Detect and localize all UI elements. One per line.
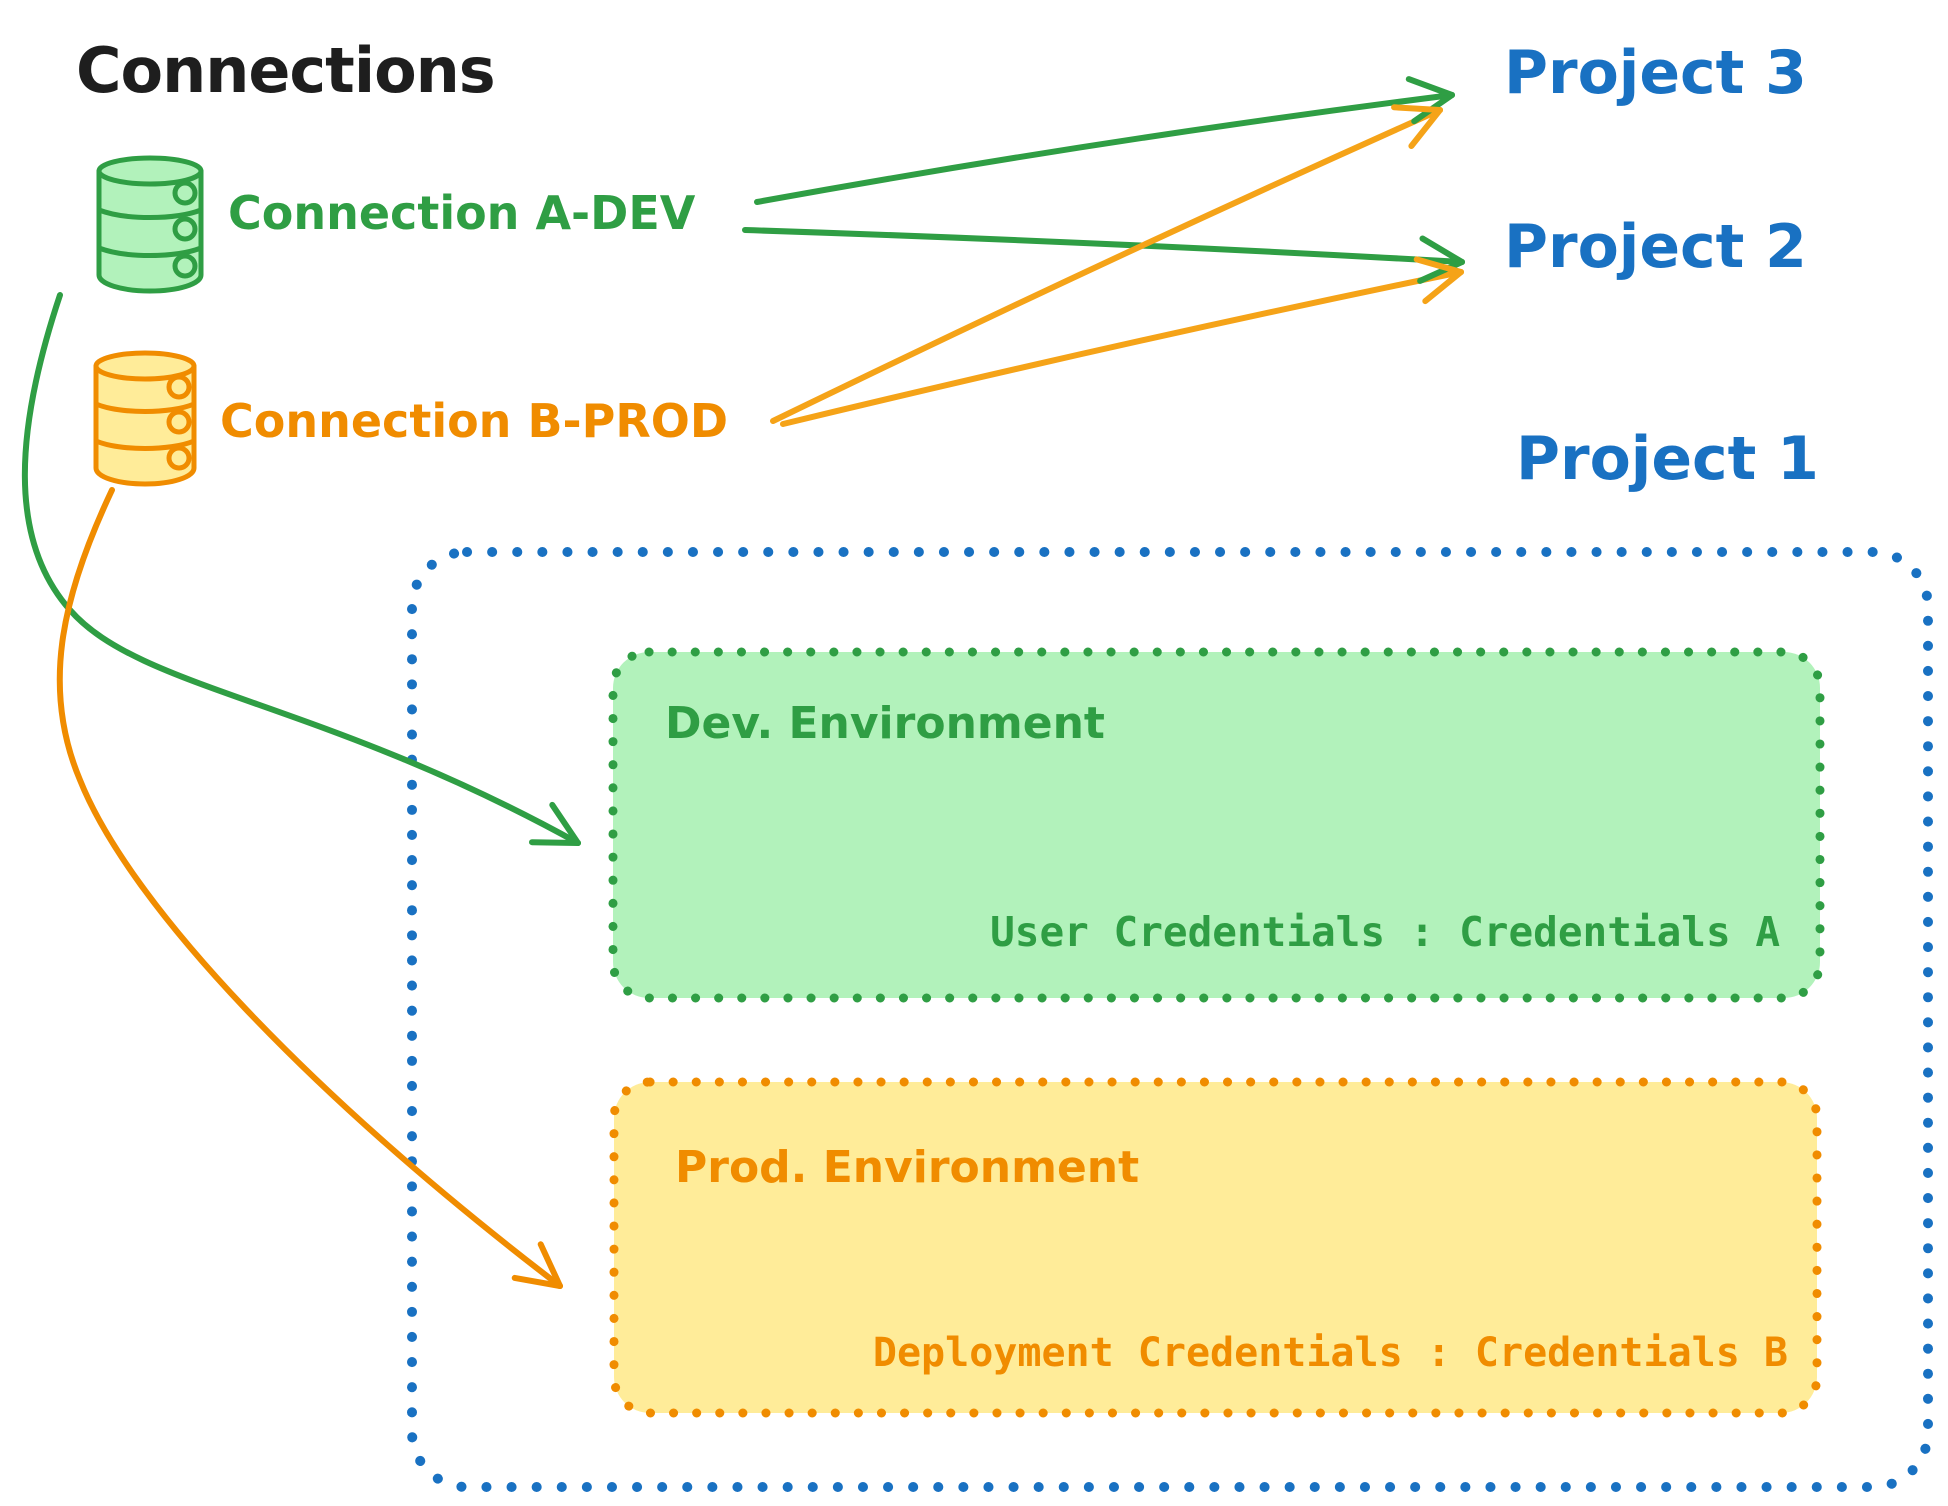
database-dot [166,374,192,400]
arrow-a-dev-to-project-2 [742,227,1465,265]
project-1-box [407,547,1933,1492]
database-dot [166,445,192,471]
database-dot [172,180,198,206]
database-divider [93,438,197,451]
arrow-b-prod-to-project-3-head [1408,107,1443,149]
database-body [96,168,204,294]
arrow-b-prod-to-prod-environment-head [537,1241,563,1289]
dev-environment-label: Dev. Environment [665,698,1105,749]
connection-b-prod-label: Connection B-PROD [220,394,729,448]
arrow-b-prod-to-project-2-head [1413,256,1464,275]
database-dot [166,409,192,435]
database-top [93,350,197,382]
arrow-b-prod-to-project-2 [780,269,1464,427]
database-icon-b-prod [93,350,197,487]
arrow-a-dev-to-project-2-head [1417,259,1465,284]
arrow-b-prod-to-project-3-head [1391,104,1443,113]
diagram-title: Connections [76,34,496,107]
arrow-a-dev-to-project-3 [754,92,1455,205]
project-1-label: Project 1 [1516,424,1819,494]
database-top [96,155,204,187]
database-dot [172,253,198,279]
database-dot [172,216,198,242]
arrow-a-dev-to-project-3-head [1405,76,1455,98]
database-divider [96,245,204,258]
database-icon-a-dev [96,155,204,294]
database-divider [93,401,197,414]
project-2-label: Project 2 [1504,212,1807,282]
arrow-b-prod-to-project-2-head [1422,269,1464,305]
arrow-a-dev-to-dev-environment-head [549,801,581,846]
prod-environment-label: Prod. Environment [675,1142,1140,1193]
arrow-b-prod-to-project-3 [770,107,1443,424]
arrow-a-dev-to-project-2-head [1419,235,1465,265]
dev-environment-credentials: User Credentials : Credentials A [990,908,1780,956]
connection-a-dev-label: Connection A-DEV [228,186,696,240]
prod-environment-box [609,1077,1822,1418]
arrow-b-prod-to-prod-environment [56,487,563,1289]
arrow-a-dev-to-dev-environment-head [529,839,581,846]
arrow-b-prod-to-prod-environment-head [511,1274,563,1289]
dev-environment-box [608,647,1825,1003]
database-divider [96,207,204,220]
prod-environment-credentials: Deployment Credentials : Credentials B [872,1330,1788,1376]
arrow-a-dev-to-dev-environment [21,292,581,846]
project-3-label: Project 3 [1504,38,1807,108]
